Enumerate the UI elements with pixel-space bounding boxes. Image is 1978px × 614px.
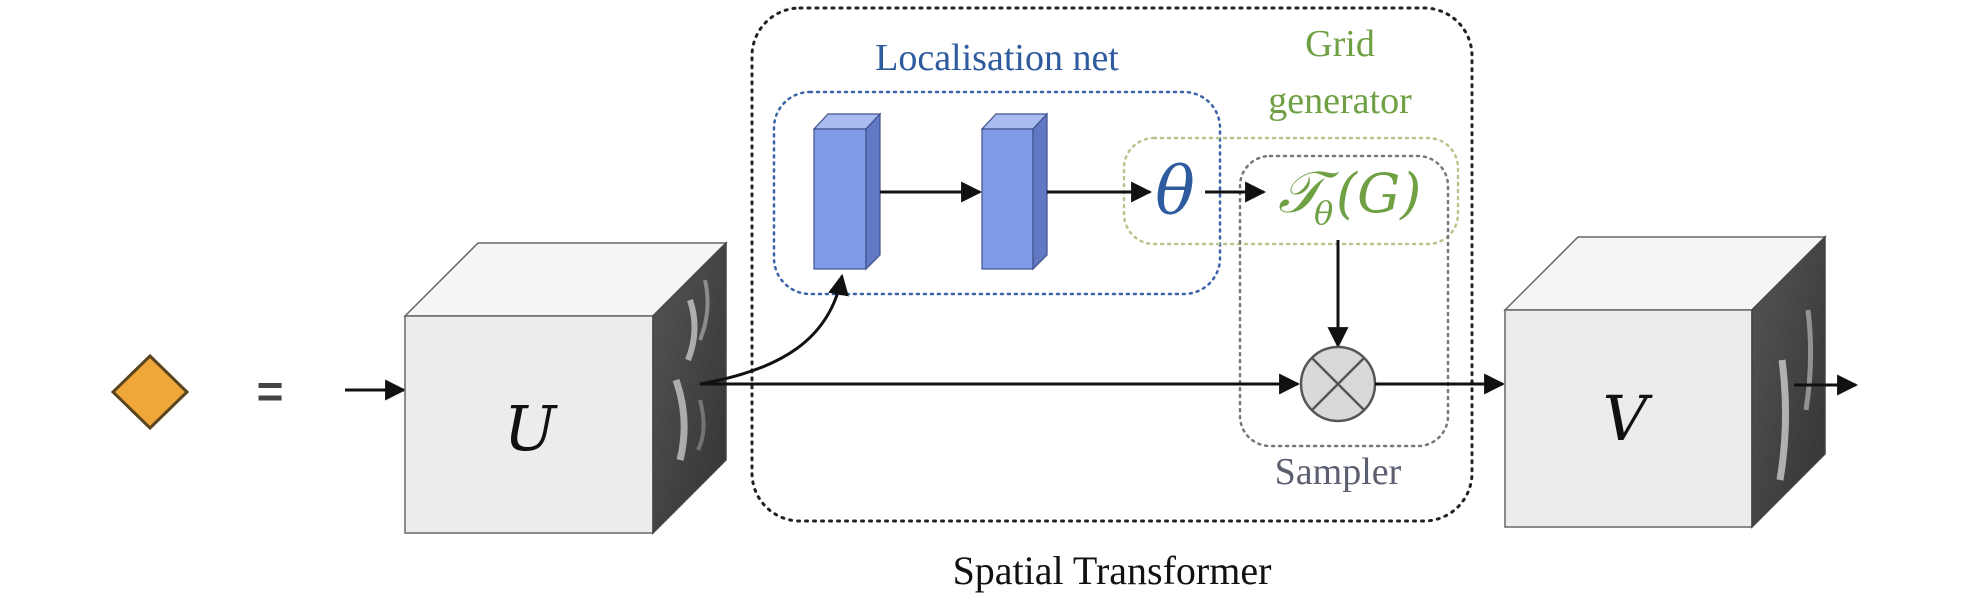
output-tensor-v [1503,235,1827,529]
localisation-net-box [772,90,1222,296]
theta-symbol: θ [1155,153,1195,230]
sampler-label: Sampler [1275,451,1402,493]
legend-diamond-icon [110,353,190,431]
input-tensor-u [403,241,728,535]
grid-generator-label-line1: Grid [1305,23,1375,65]
localisation-layer-1 [812,112,882,271]
sampler-multiply-icon [1299,345,1377,423]
grid-generator-label-line2: generator [1268,80,1412,122]
transform-expression: 𝒯 θ (G) [1278,158,1421,232]
spatial-transformer-box [750,6,1474,523]
output-tensor-label: V [1603,382,1654,455]
localisation-net-label: Localisation net [875,37,1119,79]
u-to-localisation-arrow [699,273,849,386]
localisation-layer-2 [980,112,1049,271]
sampler-box [1238,154,1450,448]
legend-equals: = [257,365,284,417]
transform-args: (G) [1336,162,1421,225]
input-tensor-label: U [504,392,558,465]
spatial-transformer-title: Spatial Transformer [953,548,1272,593]
transform-subscript: θ [1314,194,1333,232]
